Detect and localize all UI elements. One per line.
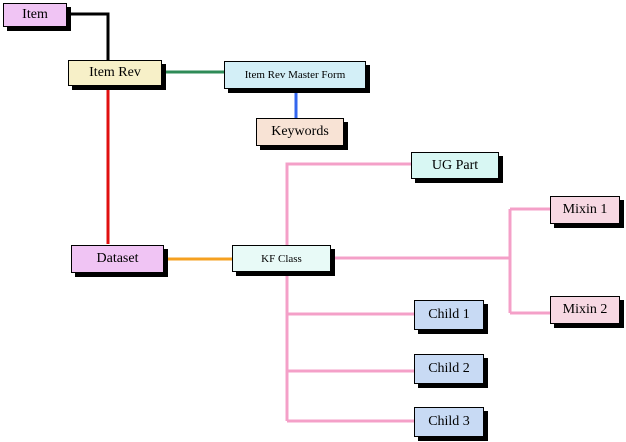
node-keywords-label: Keywords	[271, 124, 329, 139]
connector-kf-to-ug-part	[285, 162, 411, 245]
node-item[interactable]: Item	[3, 3, 67, 27]
node-mixin-2[interactable]: Mixin 2	[550, 296, 620, 324]
node-mixin-1[interactable]: Mixin 1	[550, 196, 620, 224]
connector-kf-class-tree	[285, 162, 550, 423]
node-mixin-2-label: Mixin 2	[562, 302, 608, 317]
node-ug-part[interactable]: UG Part	[411, 152, 499, 179]
node-child-1[interactable]: Child 1	[414, 300, 484, 330]
node-child-3[interactable]: Child 3	[414, 407, 484, 437]
node-item-label: Item	[22, 7, 48, 22]
node-kf-class-label: KF Class	[261, 252, 302, 265]
node-child-2-label: Child 2	[428, 361, 470, 376]
node-item-rev-label: Item Rev	[89, 65, 141, 80]
node-child-1-label: Child 1	[428, 307, 470, 322]
node-master-form-label: Item Rev Master Form	[244, 69, 346, 81]
node-keywords[interactable]: Keywords	[256, 118, 344, 146]
node-item-rev-master-form[interactable]: Item Rev Master Form	[224, 61, 366, 89]
node-item-rev[interactable]: Item Rev	[68, 60, 162, 86]
node-dataset-label: Dataset	[96, 251, 139, 266]
connector-item-to-item-rev	[67, 12, 110, 60]
node-child-3-label: Child 3	[428, 414, 470, 429]
node-dataset[interactable]: Dataset	[71, 245, 164, 273]
node-mixin-1-label: Mixin 1	[562, 202, 608, 217]
node-child-2[interactable]: Child 2	[414, 354, 484, 384]
node-kf-class[interactable]: KF Class	[232, 245, 331, 272]
node-ug-part-label: UG Part	[431, 157, 479, 173]
